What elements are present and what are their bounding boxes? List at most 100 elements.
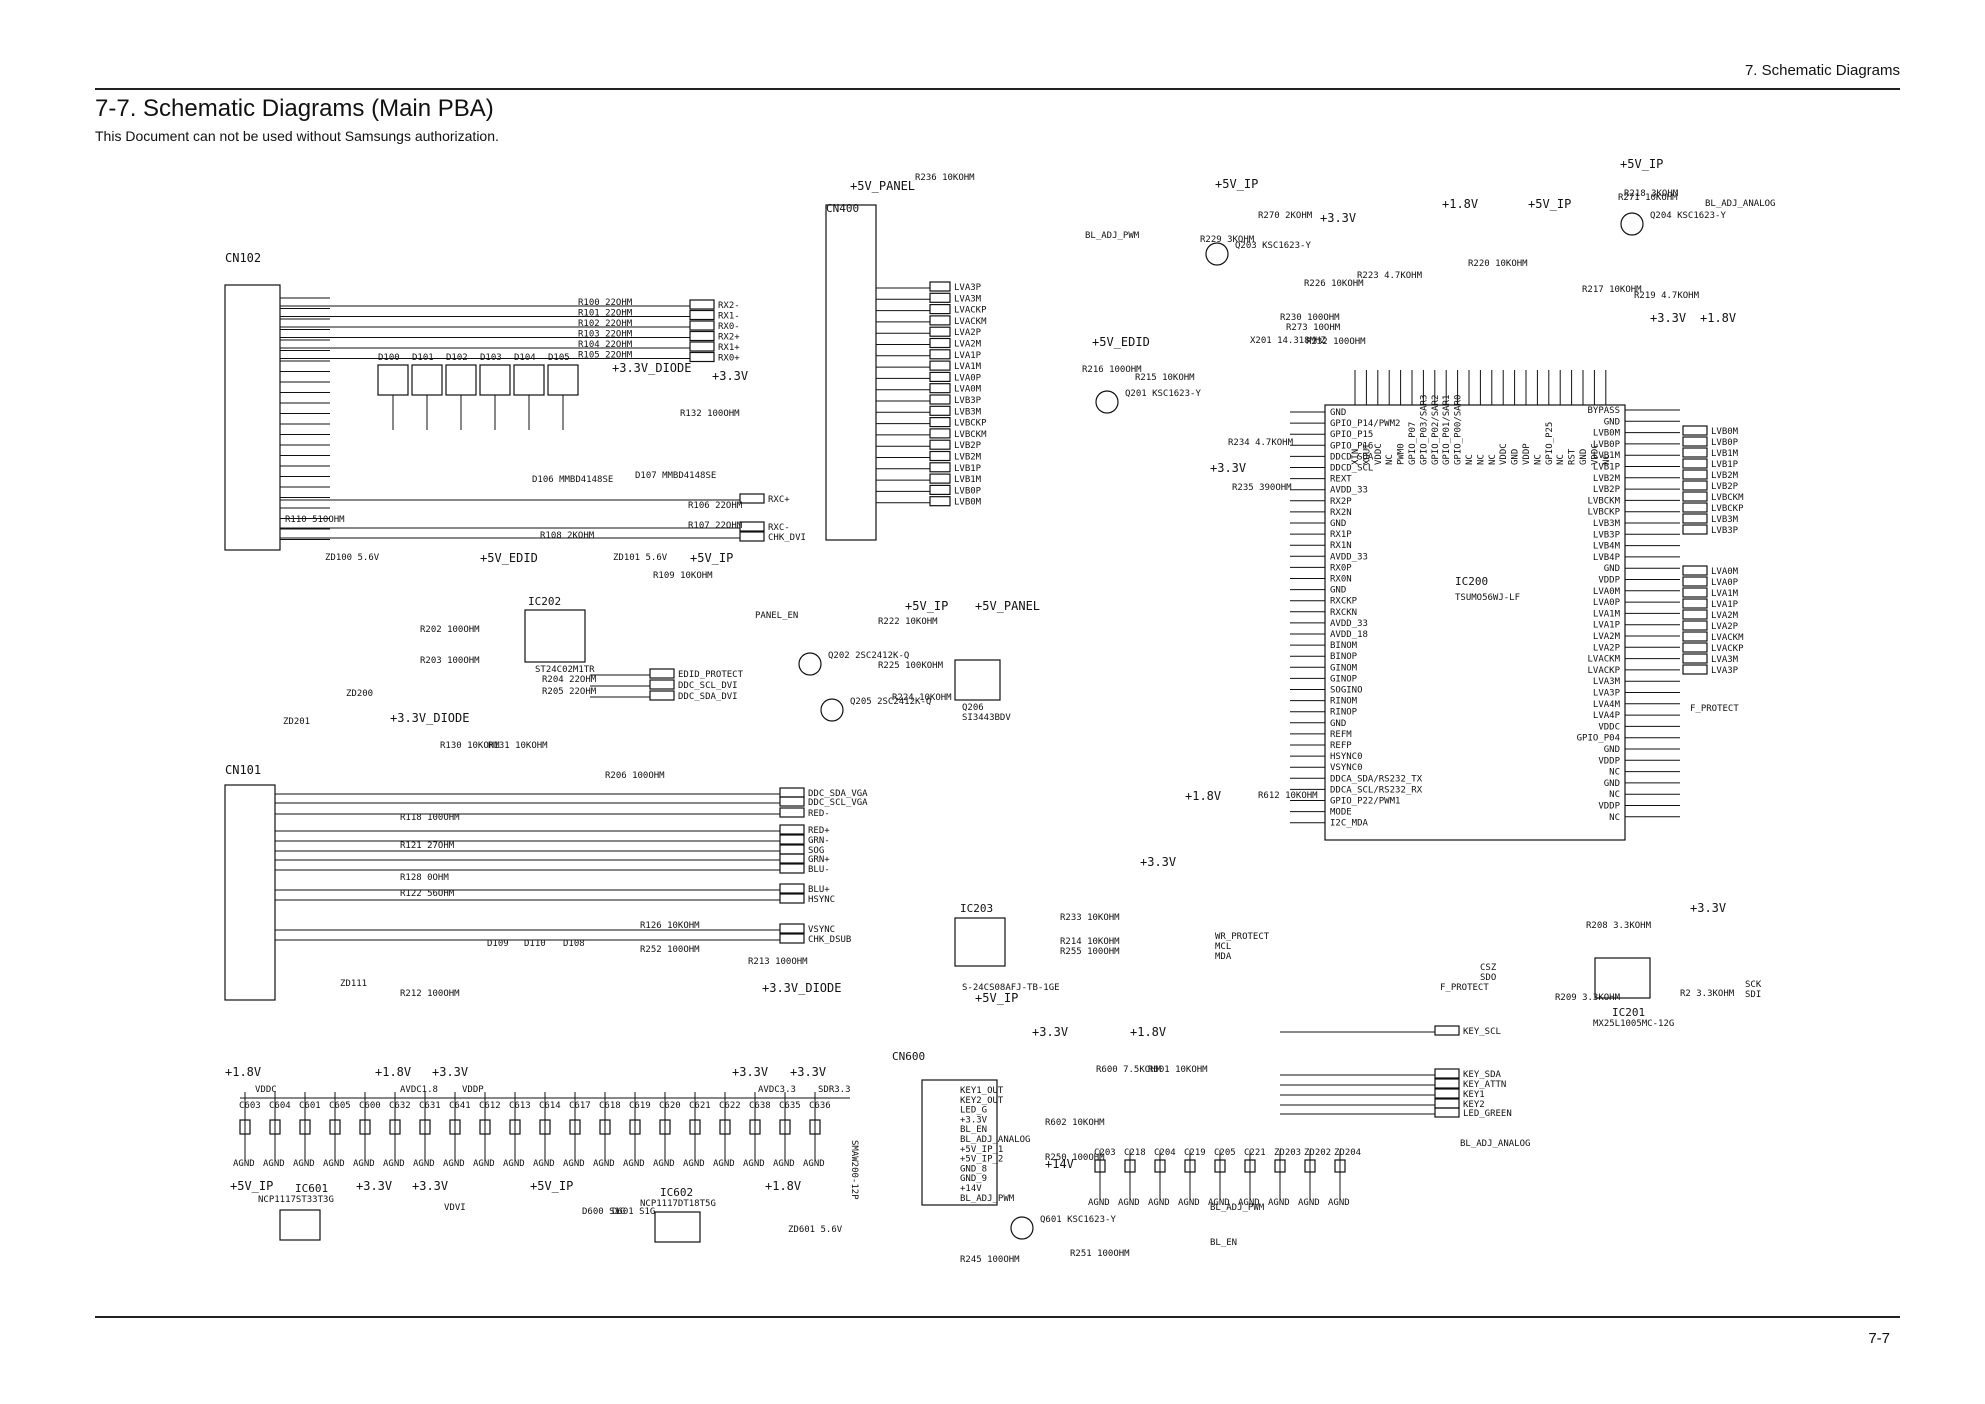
agnd-label: AGND (1268, 1198, 1290, 1208)
cap-designator: C614 (539, 1101, 561, 1111)
bl-adj-analog-net-2: BL_ADJ_ANALOG (1460, 1139, 1530, 1149)
rail-5v-ip-1: +5V_IP (690, 551, 733, 565)
lva-net-label: LVA0P (1711, 578, 1739, 588)
ic200-pin-left: RINOM (1330, 697, 1358, 707)
ic200-right-pins: BYPASSGNDLVB0MLVB0PLVB1MLVB1PLVB2MLVB2PL… (1577, 406, 1680, 823)
lvds-net-label: LVB0P (954, 486, 982, 496)
vdvi-label: VDVI (444, 1203, 466, 1213)
vga-net-label: BLU- (808, 865, 830, 875)
ic200-pin-right: LVA4M (1593, 700, 1621, 710)
lvds-net-label: LVB3M (954, 407, 982, 417)
out-tag (1682, 447, 1708, 458)
out-tag (1434, 1098, 1460, 1109)
caps-top: C603AGNDC604AGNDC601AGNDC605AGNDC600AGND… (233, 1092, 850, 1169)
ic200-pin-right: GND (1604, 417, 1620, 427)
ic200-pin-top: GPIO_P02/SAR2 (1431, 395, 1441, 465)
out-tag (689, 341, 715, 352)
rail-18v-7: +1.8V (1130, 1025, 1166, 1039)
ic200-pin-left: REFP (1330, 741, 1352, 751)
page-number: 7-7 (1868, 1330, 1890, 1347)
in-tag (929, 337, 951, 349)
cap-designator: C632 (389, 1101, 411, 1111)
cn102-body (224, 284, 281, 551)
rx-net-label: RX1+ (718, 343, 740, 353)
rx-net-label: RX1- (718, 312, 740, 322)
agnd-label: AGND (1178, 1198, 1200, 1208)
rx-resistor: R103 22OHM (578, 330, 633, 340)
avdc18-label: AVDC1.8 (400, 1085, 438, 1095)
cn600-pin-label: GND_9 (960, 1174, 987, 1184)
rail-33v-2: +3.3V (1320, 211, 1356, 225)
out-tag (779, 853, 805, 864)
vga-net-label: SOG (808, 846, 824, 856)
cap-designator: C221 (1244, 1148, 1266, 1158)
capacitor (719, 1119, 731, 1135)
cap-designator: C204 (1154, 1148, 1176, 1158)
out-tag (779, 933, 805, 944)
resistor-label: R612 10KOHM (1258, 791, 1318, 801)
rx-resistor: R100 22OHM (578, 298, 633, 308)
ic200-pin-right: LVA4P (1593, 711, 1621, 721)
vga-net-label: BLU+ (808, 885, 830, 895)
resistor-label: R273 10OHM (1286, 323, 1341, 333)
ic200-pin-left: GPIO_P14/PWM2 (1330, 419, 1400, 429)
resistor-label: R118 100OHM (400, 813, 460, 823)
ic200-pin-top: VDDC (1590, 443, 1600, 465)
out-tag (739, 493, 765, 504)
resistor-label: R2 3.3KOHM (1680, 989, 1735, 999)
lvb-net-label: LVB3M (1711, 515, 1739, 525)
cap-designator: C635 (779, 1101, 801, 1111)
decoupling-bank: +1.8V +1.8V +3.3V +3.3V +3.3V VDDC AVDC1… (225, 1065, 851, 1169)
ic200-pin-right: VDDP (1598, 802, 1620, 812)
out-tag (1434, 1107, 1460, 1118)
resistor-label: R232 100OHM (1306, 337, 1366, 347)
cap-designator: C205 (1214, 1148, 1236, 1158)
cn101-body (224, 784, 276, 1001)
ic200-pin-top: XOUT (1362, 443, 1372, 465)
lvds-net-label: LVA1M (954, 362, 982, 372)
transistor-symbol (1095, 390, 1119, 414)
diode-pack (513, 364, 545, 396)
resistor-label: R203 100OHM (420, 656, 480, 666)
transistor-label: Q201 KSC1623-Y (1125, 389, 1201, 399)
ic200-pin-top: GND (1511, 449, 1521, 465)
lva-net-label: LVA1P (1711, 600, 1739, 610)
transistor-label: Q202 2SC2412K-Q (828, 651, 909, 661)
lvb-net-label: LVBCKP (1711, 504, 1744, 514)
transistor-symbol (820, 698, 844, 722)
out-tag (1682, 502, 1708, 513)
ic202-block: IC202 ST24C02M1TR (524, 595, 595, 675)
resistor-label: R205 22OHM (542, 687, 597, 697)
out-tag (779, 824, 805, 835)
resistor-label: R271 10KOHM (1618, 193, 1678, 203)
vga-nets: DDC_SDA_VGADDC_SCL_VGARED-RED+GRN-SOGGRN… (275, 787, 868, 945)
lvb-right-nets: LVB0MLVB0PLVB1MLVB1PLVB2MLVB2PLVBCKMLVBC… (1682, 425, 1744, 536)
sdi-net: SDI (1745, 990, 1761, 1000)
resistor-label: R208 3.3KOHM (1586, 921, 1652, 931)
agnd-label: AGND (1148, 1198, 1170, 1208)
diode-label: ZD601 5.6V (788, 1225, 843, 1235)
wr-protect-net: WR_PROTECT (1215, 932, 1270, 942)
cn600-pin-label: +14V (960, 1184, 982, 1194)
key-net-label: KEY_ATTN (1463, 1080, 1506, 1090)
in-tag (929, 496, 951, 507)
lvds-net-label: LVB2P (954, 441, 982, 451)
ic601-body (279, 1209, 321, 1241)
cn102-pins (280, 297, 330, 540)
lva-left-nets: LVA3PLVA3MLVACKPLVACKMLVA2PLVA2MLVA1PLVA… (876, 281, 987, 508)
resistor-label: R132 100OHM (680, 409, 740, 419)
out-tag (1682, 425, 1708, 436)
ic200-pin-left: RX1N (1330, 541, 1352, 551)
ic202-part: ST24C02M1TR (535, 665, 595, 675)
ic200-pin-top: GPIO_P00/SAR0 (1454, 395, 1464, 465)
footer-rule (95, 1316, 1900, 1318)
ic200-pin-left: DDCA_SCL/RS232_RX (1330, 785, 1423, 795)
capacitor (689, 1119, 701, 1135)
in-out-tag (649, 679, 675, 690)
rail-5v-panel-2: +5V_PANEL (975, 599, 1040, 613)
capacitor (449, 1119, 461, 1135)
diode-pack (479, 364, 511, 396)
rail-33v-6: +3.3V (1690, 901, 1726, 915)
